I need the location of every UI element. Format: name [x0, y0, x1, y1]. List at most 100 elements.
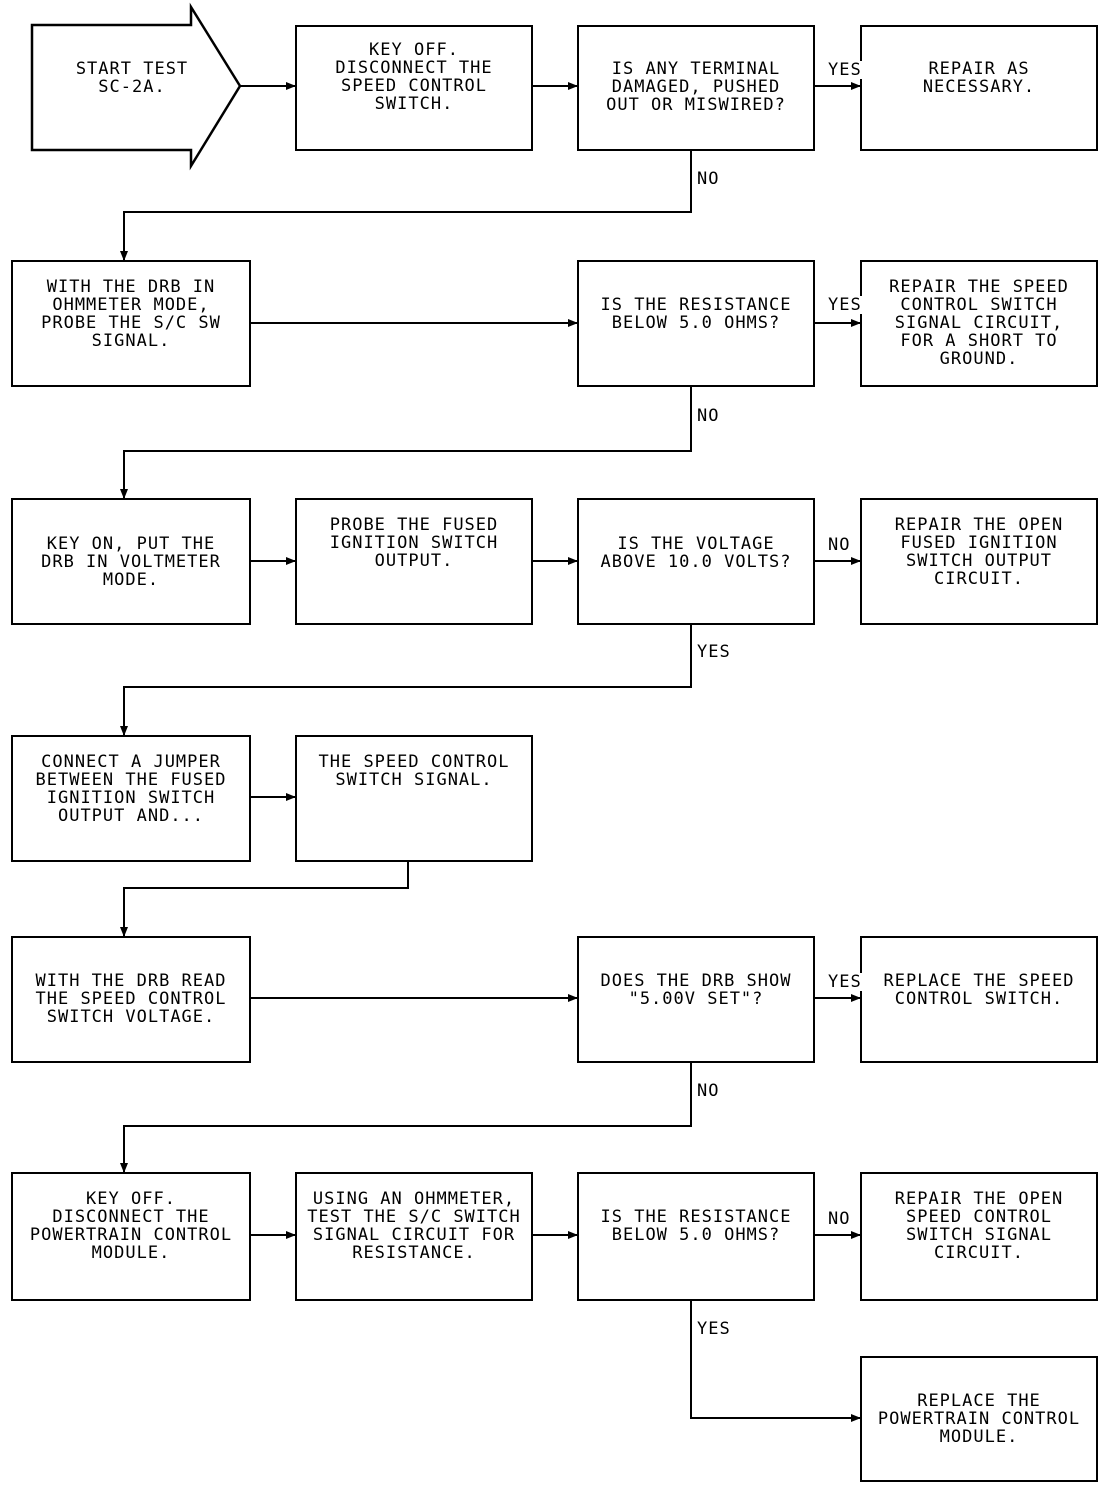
box-text: SWITCH VOLTAGE. [46, 1007, 216, 1027]
box-text: PROBE THE S/C SW [41, 313, 221, 333]
box-text: USING AN OHMMETER, [312, 1189, 516, 1209]
box-text: BELOW 5.0 OHMS? [611, 313, 781, 333]
connector-terminal-no [120, 151, 692, 261]
box-text: WITH THE DRB READ [35, 971, 227, 991]
box-text: DISCONNECT THE [335, 58, 493, 78]
repair-open-signal-circuit-box: REPAIR THE OPEN SPEED CONTROL SWITCH SIG… [860, 1172, 1098, 1301]
box-text: OUTPUT. [374, 551, 454, 571]
box-text: WITH THE DRB IN [46, 277, 216, 297]
box-text: BETWEEN THE FUSED [35, 770, 227, 790]
box-text: SWITCH SIGNAL. [335, 770, 493, 790]
replace-speed-control-switch-box: REPLACE THE SPEED CONTROL SWITCH. [860, 936, 1098, 1063]
box-text: OUT OR MISWIRED? [606, 95, 786, 115]
drb-read-voltage-box: WITH THE DRB READ THE SPEED CONTROL SWIT… [11, 936, 251, 1063]
box-text: IGNITION SWITCH [46, 788, 216, 808]
box-text: FUSED IGNITION [900, 533, 1058, 553]
box-text: OHMMETER MODE, [52, 295, 210, 315]
yes-label: YES [828, 972, 862, 992]
box-text: KEY OFF. [86, 1189, 176, 1209]
box-text: REPAIR THE OPEN [894, 1189, 1064, 1209]
box-text: BELOW 5.0 OHMS? [611, 1225, 781, 1245]
resistance-below-question-box-1: IS THE RESISTANCE BELOW 5.0 OHMS? [577, 260, 815, 387]
box-text: POWERTRAIN CONTROL [877, 1409, 1081, 1429]
box-text: NECESSARY. [922, 77, 1036, 97]
box-text: DOES THE DRB SHOW [600, 971, 792, 991]
repair-as-necessary-box: REPAIR AS NECESSARY. [860, 25, 1098, 151]
box-text: REPAIR THE SPEED [889, 277, 1069, 297]
box-text: SIGNAL CIRCUIT, [894, 313, 1064, 333]
box-text: DRB IN VOLTMETER [41, 552, 221, 572]
connector-signal-down [120, 862, 409, 937]
key-off-disconnect-switch-box: KEY OFF. DISCONNECT THE SPEED CONTROL SW… [295, 25, 533, 151]
repair-short-to-ground-box: REPAIR THE SPEED CONTROL SWITCH SIGNAL C… [860, 260, 1098, 387]
no-label: NO [697, 169, 720, 189]
box-text: SWITCH OUTPUT [905, 551, 1053, 571]
connector-voltage-yes [120, 625, 692, 736]
no-label: NO [697, 406, 720, 426]
yes-label: YES [828, 60, 862, 80]
terminal-damaged-question-box: IS ANY TERMINAL DAMAGED, PUSHED OUT OR M… [577, 25, 815, 151]
ohmmeter-test-circuit-box: USING AN OHMMETER, TEST THE S/C SWITCH S… [295, 1172, 533, 1301]
box-text: MODE. [102, 570, 160, 590]
box-text: SPEED CONTROL [905, 1207, 1053, 1227]
box-text: SWITCH SIGNAL [905, 1225, 1053, 1245]
box-text: CONTROL SWITCH [900, 295, 1058, 315]
start-arrow-shape [30, 2, 242, 171]
box-text: THE SPEED CONTROL [318, 752, 510, 772]
drb-show-question-box: DOES THE DRB SHOW "5.00V SET"? [577, 936, 815, 1063]
connector-resistance-2-yes [690, 1300, 861, 1422]
box-text: TEST THE S/C SWITCH [307, 1207, 521, 1227]
start-line: START TEST [75, 59, 189, 79]
key-on-voltmeter-box: KEY ON, PUT THE DRB IN VOLTMETER MODE. [11, 498, 251, 625]
box-text: DAMAGED, PUSHED [611, 77, 781, 97]
box-text: IS THE VOLTAGE [617, 534, 775, 554]
box-text: POWERTRAIN CONTROL [29, 1225, 233, 1245]
connect-jumper-box: CONNECT A JUMPER BETWEEN THE FUSED IGNIT… [11, 735, 251, 862]
key-off-disconnect-pcm-box: KEY OFF. DISCONNECT THE POWERTRAIN CONTR… [11, 1172, 251, 1301]
connector-resistance-no [120, 387, 692, 499]
box-text: REPLACE THE [917, 1391, 1041, 1411]
box-text: CONNECT A JUMPER [41, 752, 221, 772]
yes-label: YES [828, 295, 862, 315]
box-text: SIGNAL. [91, 331, 171, 351]
box-text: FOR A SHORT TO [900, 331, 1058, 351]
box-text: ABOVE 10.0 VOLTS? [600, 552, 792, 572]
box-text: IS THE RESISTANCE [600, 1207, 792, 1227]
no-label: NO [697, 1081, 720, 1101]
repair-open-fused-ignition-box: REPAIR THE OPEN FUSED IGNITION SWITCH OU… [860, 498, 1098, 625]
no-label: NO [828, 535, 851, 555]
connector-drb-show-no [120, 1062, 692, 1173]
speed-control-switch-signal-box: THE SPEED CONTROL SWITCH SIGNAL. [295, 735, 533, 862]
box-text: SIGNAL CIRCUIT FOR [312, 1225, 516, 1245]
replace-pcm-box: REPLACE THE POWERTRAIN CONTROL MODULE. [860, 1356, 1098, 1482]
box-text: MODULE. [939, 1427, 1019, 1447]
box-text: "5.00V SET"? [628, 989, 764, 1009]
box-text: DISCONNECT THE [52, 1207, 210, 1227]
probe-fused-ignition-box: PROBE THE FUSED IGNITION SWITCH OUTPUT. [295, 498, 533, 625]
box-text: CIRCUIT. [934, 569, 1024, 589]
drb-ohmmeter-probe-box: WITH THE DRB IN OHMMETER MODE, PROBE THE… [11, 260, 251, 387]
box-text: IGNITION SWITCH [329, 533, 499, 553]
yes-label: YES [697, 1319, 731, 1339]
box-text: SPEED CONTROL [340, 76, 488, 96]
box-text: RESISTANCE. [352, 1243, 476, 1263]
start-line: SC-2A. [98, 77, 166, 97]
box-text: IS THE RESISTANCE [600, 295, 792, 315]
box-text: REPAIR AS [928, 59, 1030, 79]
box-text: THE SPEED CONTROL [35, 989, 227, 1009]
box-text: REPAIR THE OPEN [894, 515, 1064, 535]
resistance-below-question-box-2: IS THE RESISTANCE BELOW 5.0 OHMS? [577, 1172, 815, 1301]
box-text: CIRCUIT. [934, 1243, 1024, 1263]
voltage-above-question-box: IS THE VOLTAGE ABOVE 10.0 VOLTS? [577, 498, 815, 625]
box-text: OUTPUT AND... [57, 806, 205, 826]
no-label: NO [828, 1209, 851, 1229]
box-text: SWITCH. [374, 94, 454, 114]
box-text: MODULE. [91, 1243, 171, 1263]
yes-label: YES [697, 642, 731, 662]
box-text: IS ANY TERMINAL [611, 59, 781, 79]
box-text: GROUND. [939, 349, 1019, 369]
box-text: PROBE THE FUSED [329, 515, 499, 535]
start-test-label: START TEST SC-2A. [32, 60, 232, 96]
box-text: CONTROL SWITCH. [894, 989, 1064, 1009]
